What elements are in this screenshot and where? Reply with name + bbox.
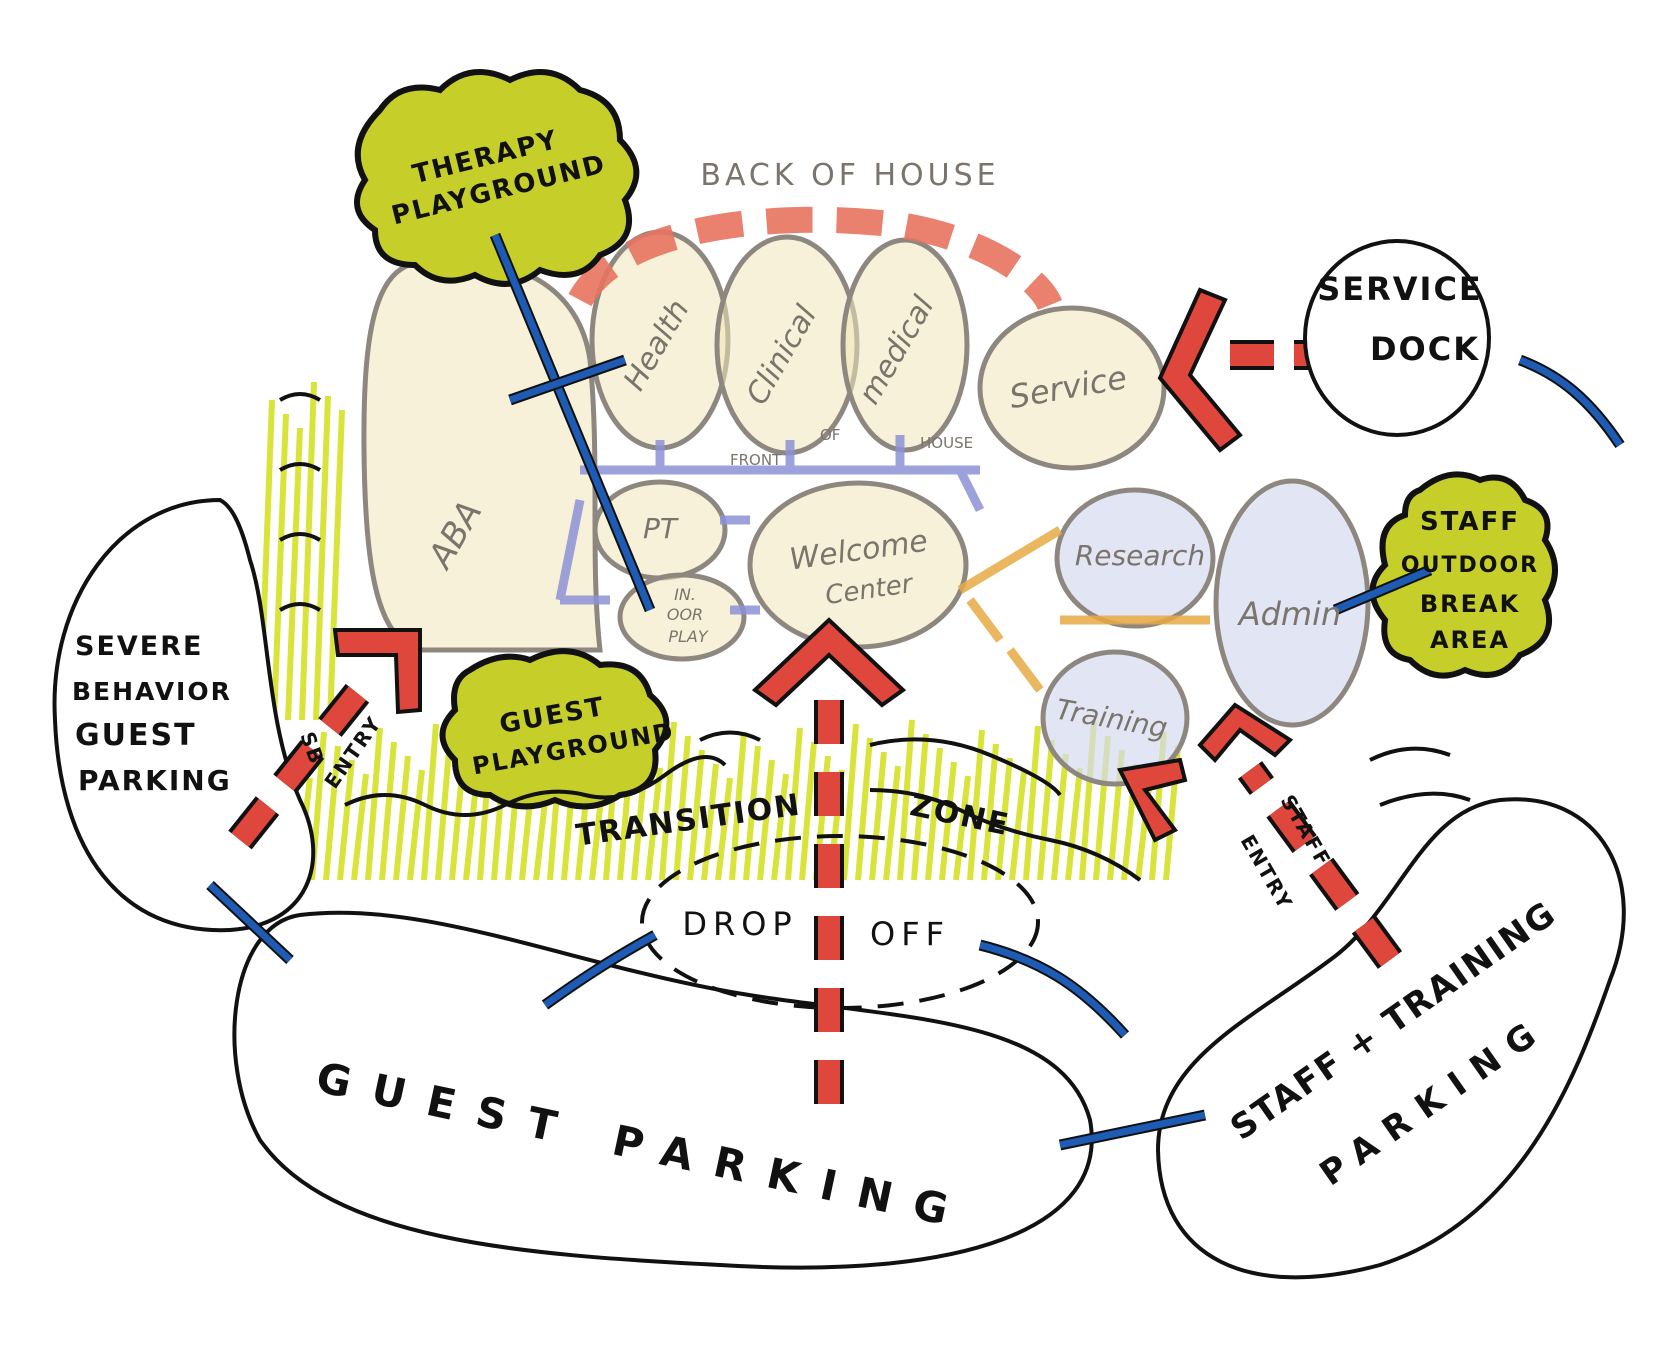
hatch-stroke bbox=[1051, 753, 1069, 881]
hatch-stroke bbox=[757, 759, 775, 881]
of-label: OF bbox=[820, 426, 840, 444]
service-dock-zone bbox=[1303, 239, 1491, 437]
room-admin bbox=[1213, 478, 1371, 728]
hatch-stroke bbox=[659, 721, 677, 881]
room-training bbox=[1040, 649, 1190, 787]
hatch-stroke bbox=[285, 427, 303, 721]
hatch-stroke bbox=[785, 727, 803, 881]
sb-parking-label-4: PARKING bbox=[78, 764, 232, 797]
service-chevron bbox=[1157, 287, 1243, 453]
hatch-stroke bbox=[841, 723, 859, 881]
hatch-stroke bbox=[299, 381, 317, 721]
front-label: FRONT bbox=[730, 451, 782, 469]
hatch-stroke bbox=[327, 409, 345, 721]
staff-break-label-2: OUTDOOR bbox=[1401, 553, 1539, 578]
hatch-stroke bbox=[1065, 767, 1083, 881]
hatch-stroke bbox=[981, 743, 999, 881]
hatch-stroke bbox=[393, 755, 411, 881]
hatch-stroke bbox=[925, 747, 943, 881]
hatch-stroke bbox=[1009, 771, 1027, 881]
staff-entry-chevron-admin bbox=[1197, 702, 1294, 763]
staff-break-area-labels: STAFF OUTDOOR BREAK AREA bbox=[1401, 507, 1539, 654]
house-label: HOUSE bbox=[920, 434, 973, 452]
staff-break-area-cloud bbox=[1369, 471, 1558, 679]
staff-break-label-3: BREAK bbox=[1420, 590, 1520, 618]
hatch-stroke bbox=[995, 757, 1013, 881]
back-of-house-label: BACK OF HOUSE bbox=[700, 158, 999, 193]
front-of-house-flow bbox=[555, 435, 985, 615]
sb-entry-path bbox=[228, 628, 422, 850]
therapy-playground-cloud bbox=[354, 69, 640, 287]
hatch-stroke bbox=[313, 395, 331, 721]
drop-label: DROP bbox=[682, 905, 797, 943]
staff-entry-chevron-training bbox=[1117, 757, 1188, 843]
hatch-stroke bbox=[365, 727, 383, 881]
hatch-stroke bbox=[967, 729, 985, 881]
room-research bbox=[1054, 487, 1216, 629]
severe-behavior-labels: SEVERE BEHAVIOR GUEST PARKING bbox=[72, 631, 232, 797]
hatch-stroke bbox=[897, 719, 915, 881]
hatch-stroke bbox=[869, 751, 887, 881]
hatch-stroke bbox=[271, 413, 289, 721]
hatch-stroke bbox=[421, 723, 439, 881]
pedestrian-paths bbox=[206, 232, 1625, 1151]
play-label-2: OOR bbox=[667, 605, 703, 624]
hatch-stroke bbox=[337, 759, 355, 881]
hatch-stroke bbox=[743, 745, 761, 881]
play-label-3: PLAY bbox=[668, 627, 709, 646]
severe-behavior-parking-zone bbox=[52, 497, 316, 933]
hatch-stroke bbox=[799, 741, 817, 881]
staff-break-label-1: STAFF bbox=[1420, 507, 1520, 537]
staff-flow bbox=[957, 526, 1210, 693]
play-label-1: IN. bbox=[674, 585, 696, 604]
hatch-stroke bbox=[1037, 739, 1055, 881]
pt-label: PT bbox=[643, 512, 679, 545]
hatch-stroke bbox=[939, 761, 957, 881]
sb-parking-label-2: BEHAVIOR bbox=[72, 677, 232, 706]
sb-entry-chevron bbox=[332, 628, 422, 715]
hatch-stroke bbox=[1023, 725, 1041, 881]
main-entry-path bbox=[751, 617, 907, 1115]
admin-label: Admin bbox=[1237, 595, 1342, 633]
sb-parking-label-1: SEVERE bbox=[75, 631, 203, 662]
hatch-stroke bbox=[379, 741, 397, 881]
hatch-stroke bbox=[351, 773, 369, 881]
sb-parking-label-3: GUEST bbox=[75, 718, 197, 753]
hatch-stroke bbox=[729, 731, 747, 881]
transition-waves bbox=[278, 392, 1471, 882]
staff-entry-path bbox=[1117, 702, 1403, 969]
main-entry-chevron bbox=[751, 617, 907, 708]
hatch-stroke bbox=[687, 749, 705, 881]
hatch-stroke bbox=[645, 767, 663, 881]
room-service bbox=[977, 305, 1167, 471]
hatch-stroke bbox=[715, 777, 733, 881]
hatch-stroke bbox=[407, 769, 425, 881]
off-label: OFF bbox=[870, 915, 950, 953]
hatch-stroke bbox=[883, 765, 901, 881]
hatch-stroke bbox=[855, 737, 873, 881]
hatch-stroke bbox=[953, 775, 971, 881]
staff-break-label-4: AREA bbox=[1430, 626, 1510, 654]
hatch-stroke bbox=[435, 737, 453, 881]
back-of-house-path bbox=[568, 206, 1063, 311]
service-dock-label-2: DOCK bbox=[1370, 330, 1480, 368]
hatch-stroke bbox=[323, 745, 341, 881]
hatch-stroke bbox=[771, 773, 789, 881]
research-label: Research bbox=[1075, 539, 1205, 572]
room-medical bbox=[840, 237, 970, 453]
guest-parking-zone bbox=[232, 910, 1094, 1270]
hatch-stroke bbox=[911, 733, 929, 881]
service-dock-label-1: SERVICE bbox=[1317, 270, 1483, 308]
staff-parking-zone bbox=[1155, 797, 1626, 1280]
room-in-outdoor-play bbox=[617, 572, 747, 662]
